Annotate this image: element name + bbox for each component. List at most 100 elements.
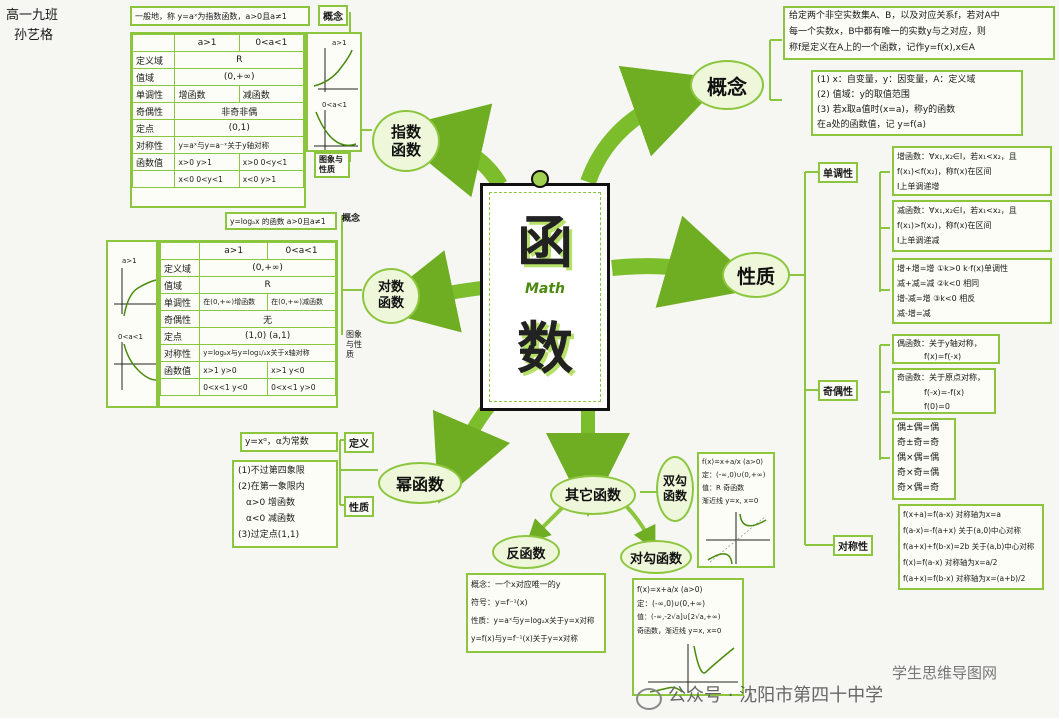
table-cell: (0,+∞)	[174, 68, 304, 86]
monotonic-inc-line: f(x₁)<f(x₂)，称f(x)在区间	[897, 167, 992, 176]
monotonic-dec-line: 减函数：∀x₁,x₂∈I，若x₁<x₂，且	[897, 206, 1017, 215]
table-cell: x<0 y>1	[238, 170, 305, 188]
inverse-line: 符号：y=f⁻¹(x)	[471, 598, 528, 607]
table-cell: (0,1)	[174, 119, 304, 137]
check-line: 定：(-∞,0)∪(0,+∞)	[637, 599, 705, 608]
hook-graph	[706, 512, 770, 565]
table-cell: x>1 y>0	[199, 361, 269, 379]
power-bracket	[339, 439, 378, 506]
table-cell: 定点	[131, 119, 176, 137]
parity-rule: 奇×偶=奇	[897, 483, 940, 493]
parity-rules-box: 偶±偶=偶 奇±奇=奇 偶×偶=偶 奇×奇=偶 奇×偶=奇	[892, 418, 956, 500]
log-graph-label: a>1	[122, 257, 137, 265]
monotonic-dec-box: 减函数：∀x₁,x₂∈I，若x₁<x₂，且 f(x₁)>f(x₂)，称f(x)在…	[892, 200, 1052, 252]
exponential-graph-box: a>1 0<a<1	[306, 32, 362, 152]
hook-label: 双勾函数	[662, 474, 687, 503]
table-cell: (1,0) (a,1)	[199, 327, 336, 345]
table-row: 定点(1,0) (a,1)	[159, 327, 336, 345]
center-card-inner	[489, 192, 601, 402]
parity-rule: 偶±偶=偶	[897, 423, 940, 433]
logarithmic-graph-box: a>1 0<a<1	[106, 240, 158, 408]
power-props-box: (1)不过第四象限 (2)在第一象限内 α>0 增函数 α<0 减函数 (3)过…	[232, 460, 338, 548]
table-cell: 定点	[159, 327, 201, 345]
logarithmic-def-box: y=logₐx 的函数 a>0且a≠1	[225, 212, 337, 230]
concept-note: (3) 若x取a值时(x=a)，称y的函数	[817, 105, 956, 115]
watermark-top: 学生思维导图网	[892, 664, 998, 682]
table-cell: 非奇非偶	[174, 102, 304, 120]
monotonic-dec-line: I上单调递减	[897, 236, 940, 245]
log-graph-a-lt1	[114, 342, 157, 390]
table-cell: 0<x<1 y<0	[199, 378, 269, 396]
table-cell: 在(0,+∞)增函数	[199, 293, 269, 311]
logarithmic-side-tag: 图象与性质	[346, 330, 362, 359]
hook-box: f(x)=x+a/x (a>0) 定：(-∞,0)∪(0,+∞) 值：R 奇函数…	[697, 452, 775, 568]
table-cell: 定义域	[131, 51, 176, 69]
log-graph-a-gt1	[114, 268, 157, 317]
table-row: a>1 0<a<1	[159, 242, 336, 260]
table-row: 单调性增函数减函数	[131, 85, 305, 103]
power-def: y=xᵅ，α为常数	[245, 437, 309, 447]
monotonic-rule: 增-减=增 ③k<0 相反	[897, 294, 976, 303]
table-cell: 值域	[131, 68, 176, 86]
concept-bubble: 概念	[690, 60, 764, 110]
check-line: f(x)=x+a/x (a>0)	[637, 585, 703, 594]
table-header-cell	[159, 242, 201, 260]
inverse-line: y=f(x)与y=f⁻¹(x)关于y=x对称	[471, 634, 578, 643]
center-title-bottom: 数	[517, 317, 573, 382]
arrow-to-check	[623, 503, 656, 551]
pin-icon	[531, 170, 549, 188]
table-cell: (0,+∞)	[199, 259, 336, 277]
symmetry-rule: f(x)=f(a-x) 对称轴为x=a/2	[903, 558, 998, 567]
table-row: 定点(0,1)	[131, 119, 304, 137]
center-subtitle: Math	[524, 281, 566, 297]
table-header-cell: 0<a<1	[267, 242, 336, 260]
table-cell: R	[174, 51, 304, 69]
parity-rule: 奇±奇=奇	[897, 438, 940, 448]
table-cell: x>0 y>1	[174, 153, 240, 171]
concept-def-line: 每一个实数x，B中都有唯一的实数y与之对应，则	[789, 27, 986, 37]
table-cell: 减函数	[238, 85, 305, 103]
table-cell: 增函数	[174, 85, 240, 103]
table-header-cell: 0<a<1	[238, 34, 305, 52]
power-def-tag: 定义	[344, 432, 374, 453]
symmetry-box: f(x+a)=f(a-x) 对称轴为x=a f(a-x)=-f(a+x) 关于(…	[898, 504, 1044, 590]
watermark-bottom: 公众号 · 沈阳市第四十中学	[668, 685, 884, 706]
logarithmic-label: 对数函数	[377, 280, 404, 311]
table-cell: y=aˣ与y=a⁻ˣ关于y轴对称	[174, 136, 304, 154]
parity-bracket	[879, 344, 890, 460]
parity-rule: 偶×偶=偶	[897, 453, 940, 463]
concept-note: (1) x：自变量，y：因变量，A：定义域	[817, 75, 976, 85]
arrow-to-concept	[580, 65, 726, 185]
inverse-box: 概念：一个x对应唯一的y 符号：y=f⁻¹(x) 性质：y=aˣ与y=logₐx…	[466, 573, 606, 653]
monotonic-inc-line: I上单调递增	[897, 182, 940, 191]
exp-graph-label: a>1	[332, 39, 347, 47]
logarithmic-def-tag: 概念	[342, 214, 361, 224]
table-cell: 函数值	[131, 153, 176, 171]
table-cell: x>0 0<y<1	[238, 153, 305, 171]
center-title-top: 函	[517, 211, 573, 276]
arrow-to-power	[432, 400, 511, 504]
logarithmic-bubble: 对数函数	[362, 268, 420, 324]
table-cell: 定义域	[159, 259, 201, 277]
monotonic-inc-box: 增函数：∀x₁,x₂∈I，若x₁<x₂，且 f(x₁)<f(x₂)，称f(x)在…	[892, 146, 1052, 196]
hook-line: 定：(-∞,0)∪(0,+∞)	[702, 471, 766, 479]
hook-line: 值：R 奇函数	[702, 484, 745, 492]
monotonic-bracket	[879, 171, 890, 292]
parity-even-box: 偶函数：关于y轴对称， f(x)=f(-x)	[892, 334, 1000, 364]
parity-even-line: f(x)=f(-x)	[924, 352, 962, 361]
table-cell: 0<x<1 y>0	[267, 378, 336, 396]
exponential-def-tag: 概念	[318, 5, 348, 26]
table-cell: 奇偶性	[159, 310, 201, 328]
properties-bubble: 性质	[722, 252, 790, 298]
exp-graph-label: 0<a<1	[322, 101, 347, 109]
arrow-to-logarithmic	[370, 250, 483, 333]
power-prop: α>0 增函数	[246, 498, 296, 508]
parity-odd-box: 奇函数：关于原点对称， f(-x)=-f(x) f(0)=0	[892, 368, 996, 414]
